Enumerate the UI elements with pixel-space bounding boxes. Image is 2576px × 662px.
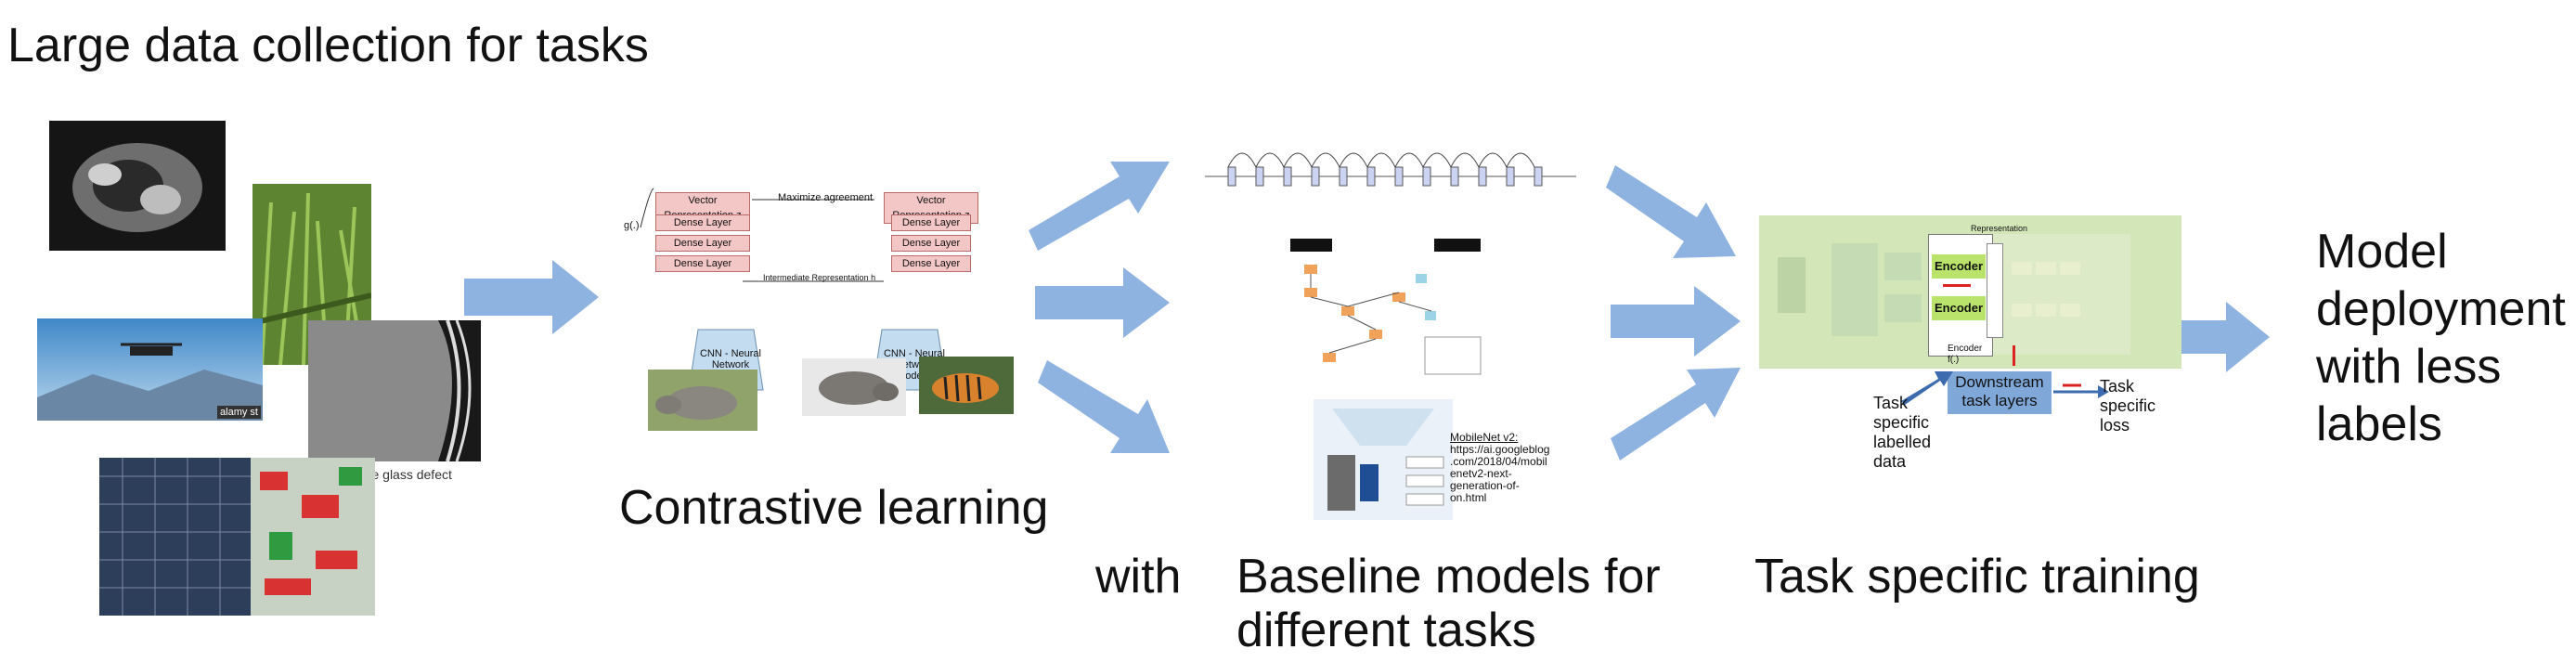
task-labelled-line4: data bbox=[1873, 452, 1907, 471]
mobilenet-note-line4: enetv2-next- bbox=[1450, 467, 1512, 480]
downstream-layers-box: Downstream task layers bbox=[1948, 371, 2052, 414]
deployment-line3: with less bbox=[2316, 340, 2502, 394]
flow-arrow bbox=[1035, 267, 1170, 338]
task-loss-line3: loss bbox=[2100, 416, 2130, 435]
encoder-top: Encoder bbox=[1932, 254, 1986, 279]
downstream-line2: task layers bbox=[1961, 392, 2038, 409]
representation-column bbox=[1987, 243, 2003, 338]
encoder-block bbox=[1928, 234, 1993, 357]
detection-network-diagram bbox=[1286, 237, 1485, 385]
dense-left-1: Dense Layer bbox=[655, 214, 750, 231]
task-labelled-data-text: Task specific labelled data bbox=[1873, 394, 1931, 472]
segmentation-image bbox=[251, 458, 375, 616]
mobilenet-note-line6: on.html bbox=[1450, 491, 1487, 504]
maximize-label: Maximize agreement bbox=[778, 192, 874, 203]
dense-left-3: Dense Layer bbox=[655, 255, 750, 272]
mobilenet-diagram bbox=[1314, 399, 1453, 520]
baseline-label-line1: Baseline models for bbox=[1236, 550, 1661, 604]
dense-right-1: Dense Layer bbox=[891, 214, 971, 231]
dense-left-2: Dense Layer bbox=[655, 235, 750, 252]
dense-right-2: Dense Layer bbox=[891, 235, 971, 252]
deployment-line4: labels bbox=[2316, 397, 2442, 451]
flow-arrow bbox=[2181, 302, 2270, 372]
loss-arrow-icon bbox=[2053, 383, 2109, 401]
task-loss-line1: Task bbox=[2100, 377, 2135, 396]
mobilenet-note-line2: https://ai.googleblog bbox=[1450, 443, 1550, 456]
task-loss-line2: specific bbox=[2100, 396, 2156, 415]
baseline-label-line2: different tasks bbox=[1236, 604, 1536, 657]
rhino-image-2 bbox=[802, 358, 906, 416]
task-training-label: Task specific training bbox=[1754, 550, 2200, 604]
rhino-image-1 bbox=[648, 370, 757, 431]
g-label: g(.) bbox=[624, 220, 640, 231]
mobilenet-note-line5: generation-of- bbox=[1450, 479, 1520, 492]
deployment-line1: Model bbox=[2316, 225, 2448, 279]
task-training-diagram: Encoder Encoder Representation bbox=[1759, 215, 2181, 369]
dense-right-3: Dense Layer bbox=[891, 255, 971, 272]
drone-image: alamy st bbox=[37, 318, 263, 421]
contrastive-label: Contrastive learning bbox=[619, 481, 1049, 535]
flow-arrow bbox=[1029, 158, 1170, 251]
blue-diagonal-arrow-icon bbox=[1901, 368, 1953, 405]
transformer-diagram bbox=[1191, 135, 1581, 209]
representation-label: Representation bbox=[1971, 224, 2028, 233]
flow-arrow bbox=[1611, 364, 1741, 461]
flow-arrow bbox=[1611, 286, 1741, 357]
red-up-arrow-icon bbox=[2013, 345, 2015, 366]
encoder-fx-label: Encoder f(.) bbox=[1948, 344, 1983, 365]
mobilenet-note: MobileNet v2: https://ai.googleblog .com… bbox=[1450, 432, 1549, 504]
task-labelled-line1: Task bbox=[1873, 394, 1909, 412]
task-labelled-line2: specific bbox=[1873, 413, 1930, 432]
task-labelled-line3: labelled bbox=[1873, 433, 1932, 451]
mobilenet-note-line1: MobileNet v2: bbox=[1450, 431, 1519, 444]
tiger-image bbox=[919, 357, 1014, 414]
satellite-image bbox=[99, 458, 251, 616]
with-label: with bbox=[1095, 550, 1182, 604]
downstream-line1: Downstream bbox=[1955, 373, 2044, 391]
deployment-text: Model deployment with less labels bbox=[2316, 223, 2566, 453]
task-loss-text: Task specific loss bbox=[2100, 377, 2155, 435]
mobilenet-note-line3: .com/2018/04/mobil bbox=[1450, 455, 1547, 468]
glass-defect-image bbox=[308, 320, 481, 461]
cardiac-mri-image bbox=[49, 121, 226, 251]
flow-arrow bbox=[1038, 360, 1170, 457]
deployment-line2: deployment bbox=[2316, 282, 2566, 336]
encoder-bottom: Encoder bbox=[1932, 296, 1986, 320]
page-title: Large data collection for tasks bbox=[7, 19, 649, 72]
red-arrow-icon bbox=[1943, 284, 1971, 287]
flow-arrow bbox=[1606, 165, 1736, 262]
intermediate-label: Intermediate Representation h bbox=[763, 273, 876, 282]
flow-arrow bbox=[464, 260, 599, 334]
